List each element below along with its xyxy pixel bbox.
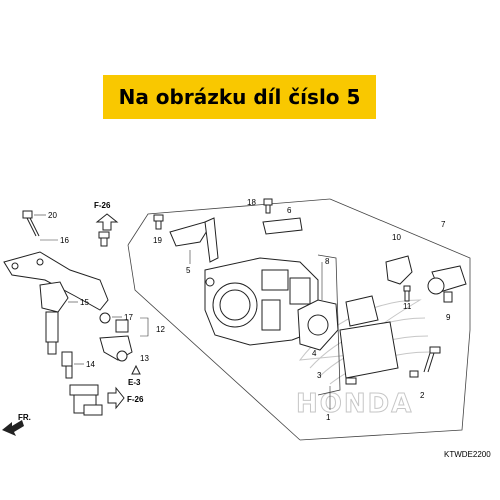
- honda-watermark-text: HONDA: [296, 389, 413, 419]
- reference-arrow-e3: E-3: [128, 364, 141, 387]
- callout-2: 2: [420, 391, 425, 400]
- honda-wing-watermark: HONDA: [296, 299, 431, 420]
- callout-19: 19: [153, 236, 162, 245]
- banner-text: Na obrázku díl číslo 5: [118, 85, 361, 109]
- bracket-part-16: [3, 251, 109, 311]
- sensor-part-9: [427, 265, 467, 303]
- callout-12: 12: [156, 325, 165, 334]
- callout-11: 11: [403, 302, 412, 311]
- bolt-part-11: [403, 285, 411, 302]
- bracket-part-6: [262, 217, 303, 235]
- callout-3: 3: [317, 371, 322, 380]
- reference-arrow-f26-bottom: F-26: [107, 386, 144, 410]
- stud-fitting: [98, 231, 110, 247]
- part-number-banner: Na obrázku díl číslo 5: [103, 75, 376, 119]
- callout-6: 6: [287, 206, 292, 215]
- screw-part-19: [153, 214, 164, 230]
- injector-connector: [69, 384, 103, 416]
- callout-10: 10: [392, 233, 401, 242]
- bolt-part-20: [22, 210, 40, 237]
- callout-17: 17: [124, 313, 133, 322]
- callout-5: 5: [186, 266, 191, 275]
- screw-part-2: [423, 346, 441, 373]
- svg-text:F-26: F-26: [94, 201, 111, 210]
- nut-part-13: [116, 350, 128, 362]
- bolt-part-18: [263, 198, 273, 214]
- bracket-part-10: [385, 255, 413, 285]
- holder-part-15: [39, 281, 69, 355]
- callout-1: 1: [326, 413, 331, 422]
- screw-part-3: [409, 370, 419, 378]
- callout-9: 9: [446, 313, 451, 322]
- callout-8: 8: [325, 257, 330, 266]
- front-direction-arrow: FR.: [2, 413, 31, 436]
- gasket-part-8: [297, 299, 339, 351]
- sensor-module-part-1: [339, 295, 399, 385]
- callout-7: 7: [441, 220, 446, 229]
- svg-text:FR.: FR.: [18, 413, 31, 422]
- callout-20: 20: [48, 211, 57, 220]
- callout-15: 15: [80, 298, 89, 307]
- callout-14: 14: [86, 360, 95, 369]
- injector-part-14: [61, 351, 73, 379]
- svg-text:F-26: F-26: [127, 395, 144, 404]
- diagram-code: KTWDE2200: [444, 450, 491, 459]
- callout-18: 18: [247, 198, 256, 207]
- throttle-body: [204, 257, 319, 346]
- callout-4: 4: [312, 349, 317, 358]
- callout-13: 13: [140, 354, 149, 363]
- bracket-part-5: [169, 217, 219, 263]
- reference-arrow-f26-top: F-26: [94, 201, 119, 231]
- callout-16: 16: [60, 236, 69, 245]
- svg-text:E-3: E-3: [128, 378, 141, 387]
